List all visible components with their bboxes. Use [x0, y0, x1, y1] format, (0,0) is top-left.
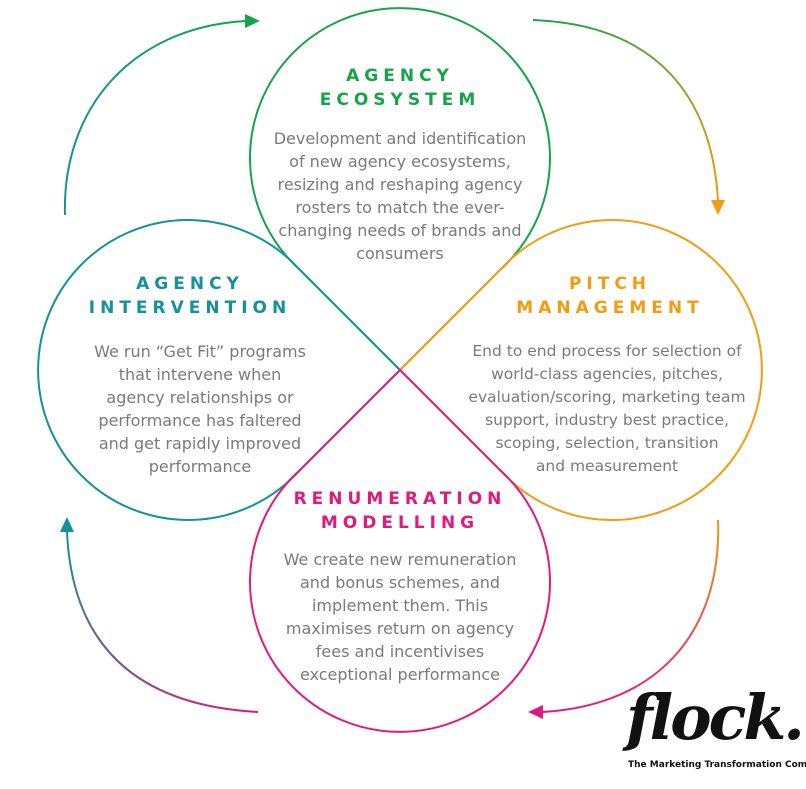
agency-ecosystem-title: AGENCY ECOSYSTEM — [280, 64, 520, 112]
title-line: MODELLING — [320, 513, 480, 533]
pitch-management-description: End to end process for selection of worl… — [452, 340, 762, 478]
petal-agency-intervention — [37, 219, 402, 521]
title-line: MANAGEMENT — [516, 298, 704, 318]
renumeration-modelling-description: We create new remuneration and bonus sch… — [265, 548, 535, 686]
cycle-arrow-top-right — [532, 19, 725, 215]
text-line: rosters to match the ever- — [295, 198, 505, 217]
text-line: and measurement — [535, 457, 679, 475]
text-line: support, industry best practice, — [485, 411, 729, 429]
text-line: and get rapidly improved — [98, 434, 302, 453]
renumeration-modelling-title: RENUMERATION MODELLING — [270, 487, 530, 535]
text-line: and bonus schemes, and — [300, 573, 500, 592]
text-line: We run “Get Fit” programs — [94, 342, 306, 361]
text-line: world-class agencies, pitches, — [491, 365, 723, 383]
title-line: RENUMERATION — [293, 489, 507, 509]
title-line: ECOSYSTEM — [319, 90, 481, 110]
text-line: evaluation/scoring, marketing team — [468, 388, 746, 406]
text-line: resizing and reshaping agency — [277, 175, 523, 194]
petal-renumeration-modelling — [249, 368, 551, 733]
logo-tagline: The Marketing Transformation Company — [628, 760, 806, 770]
text-line: scoping, selection, transition — [495, 434, 719, 452]
agency-ecosystem-description: Development and identification of new ag… — [255, 127, 545, 265]
text-line: fees and incentivises — [315, 642, 485, 661]
cycle-arrow-bottom-left — [60, 517, 259, 713]
title-line: PITCH — [568, 274, 652, 294]
cycle-arrow-top-left — [63, 14, 260, 216]
text-line: End to end process for selection of — [472, 342, 742, 360]
title-line: AGENCY — [346, 66, 454, 86]
agency-intervention-title: AGENCY INTERVENTION — [70, 272, 310, 320]
title-line: INTERVENTION — [88, 298, 292, 318]
logo-wordmark: flock. — [626, 681, 805, 754]
text-line: agency relationships or — [106, 388, 294, 407]
text-line: changing needs of brands and — [278, 221, 522, 240]
text-line: exceptional performance — [300, 665, 500, 684]
petal-agency-ecosystem — [249, 7, 551, 372]
text-line: implement them. This — [311, 596, 489, 615]
text-line: performance — [148, 457, 252, 476]
text-line: performance has faltered — [98, 411, 302, 430]
title-line: AGENCY — [136, 274, 244, 294]
petal-pitch-management — [398, 219, 763, 521]
flock-logo: flock. The Marketing Transformation Comp… — [622, 681, 806, 774]
text-line: of new agency ecosystems, — [289, 152, 511, 171]
agency-intervention-description: We run “Get Fit” programs that intervene… — [75, 340, 325, 478]
cycle-arrow-bottom-right — [528, 519, 720, 719]
text-line: that intervene when — [118, 365, 282, 384]
text-line: We create new remuneration — [283, 550, 517, 569]
text-line: maximises return on agency — [285, 619, 515, 638]
pitch-management-title: PITCH MANAGEMENT — [490, 272, 730, 320]
text-line: Development and identification — [273, 129, 527, 148]
text-line: consumers — [356, 244, 444, 263]
